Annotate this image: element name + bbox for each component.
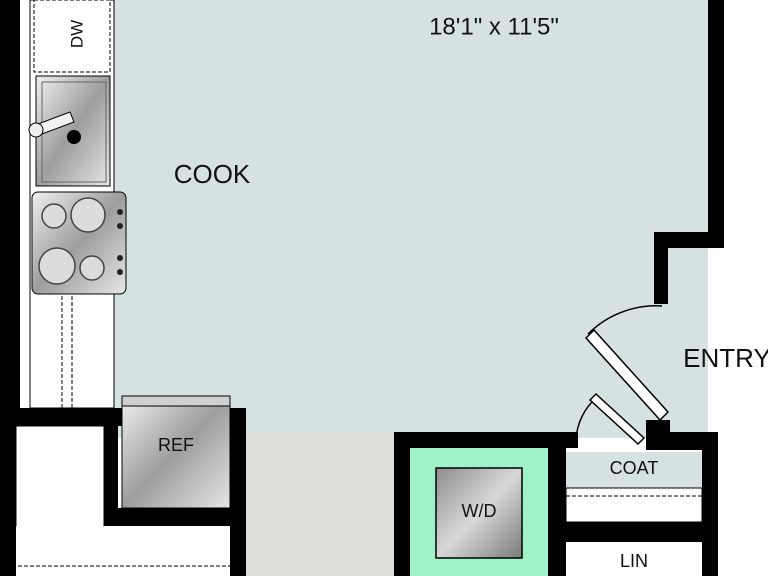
burner-icon [79,255,105,281]
knob-icon [117,255,123,261]
wall-ref-right [230,408,246,576]
wall-ref-bottom [104,508,246,526]
refrigerator [121,395,231,509]
faucet-handle-icon [28,122,44,138]
washer-dryer [435,467,523,559]
knob-icon [117,223,123,229]
wall-ref-left [104,426,118,526]
bath-floor [246,432,394,576]
refrigerator-door [121,395,231,407]
wall-closet-right [702,432,718,576]
wall-bath-right-top [394,432,578,448]
sink-drain-icon [67,130,81,144]
dimensions-label: 18'1" x 11'5" [429,13,559,40]
dishwasher-label: DW [67,20,86,48]
room-label-lin: LIN [620,551,648,571]
entry-door-swing [587,305,663,335]
burner-icon [70,197,106,233]
dishwasher [33,0,111,73]
refrigerator-label: REF [158,435,194,455]
wall-left [0,0,20,430]
room-label-cook: COOK [174,159,251,189]
wall-closet-top [646,432,718,450]
knob-icon [117,269,123,275]
wall-entry-jog [654,232,724,248]
room-label-coat: COAT [610,458,659,478]
wall-entry-column [654,232,668,304]
laundry-door [588,392,646,446]
entry-door [584,328,670,422]
wall-laundry-right [548,432,566,576]
closet-shelf-coat [565,487,703,523]
wall-kitchen-bottom [0,408,122,426]
washer-dryer-label: W/D [462,501,497,521]
burner-icon [41,203,67,229]
closet-floor-coat [566,452,702,488]
lower-left-area-b [16,526,230,576]
wall-closet-divider [566,522,716,542]
knob-icon [117,209,123,215]
room-label-entry: ENTRY [683,343,768,373]
burner-icon [38,247,76,285]
wall-right-upper [708,0,724,248]
wall-bath-right [394,432,410,576]
wall-lower-left [0,426,16,576]
